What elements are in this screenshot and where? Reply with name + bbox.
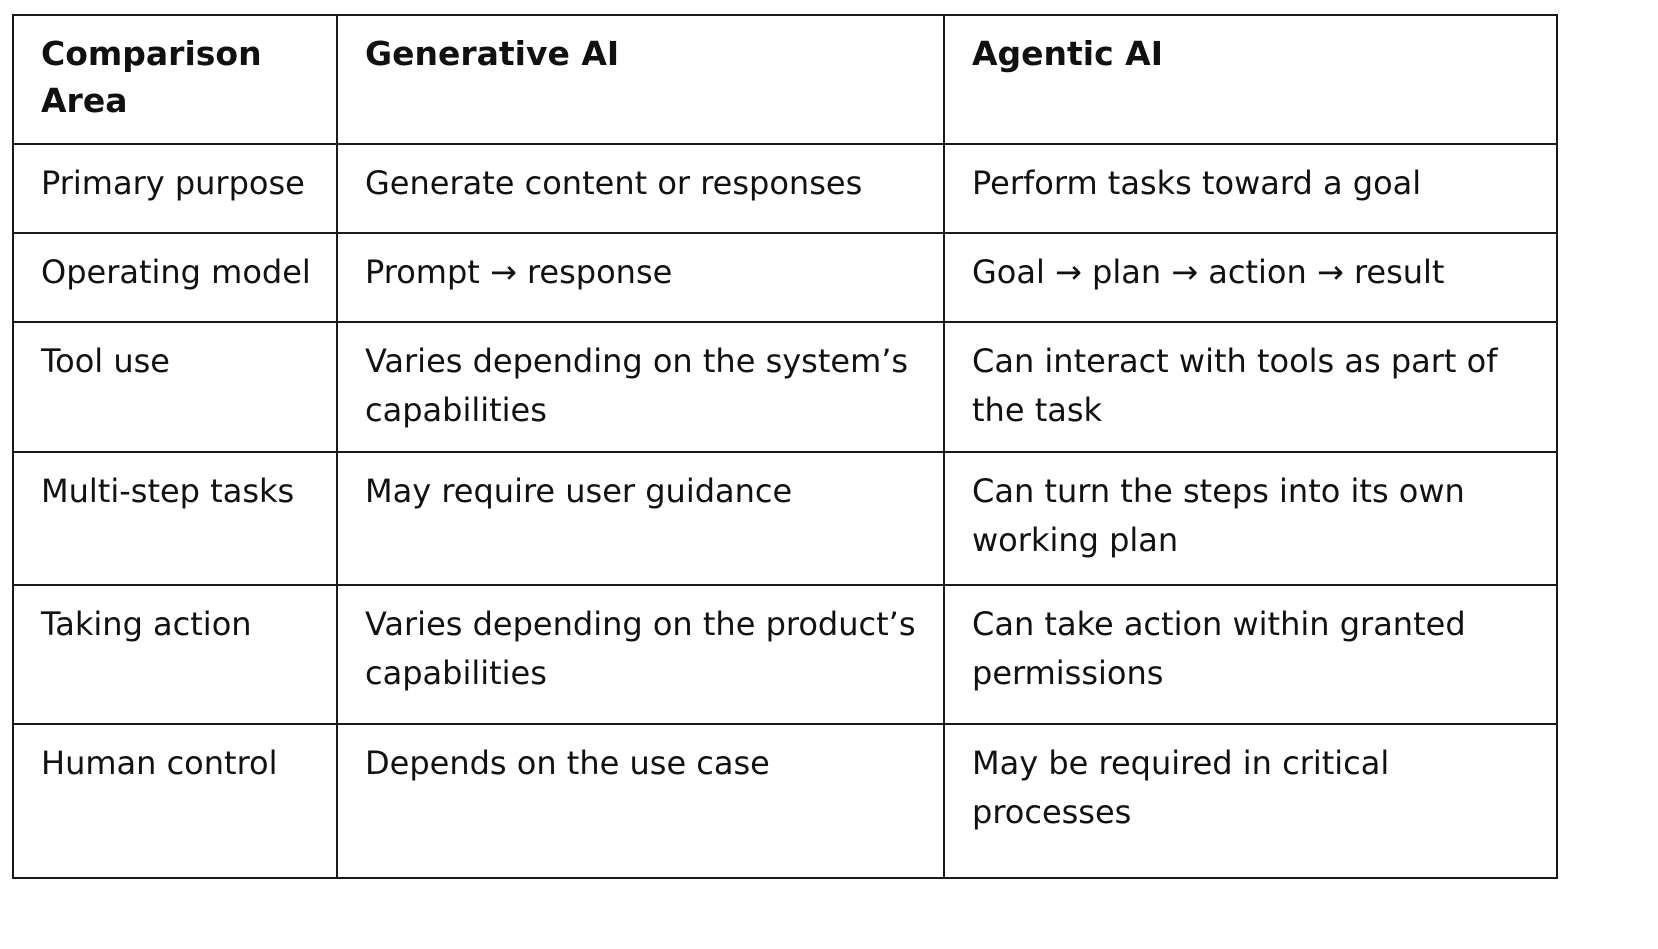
generative-cell: Generate content or responses bbox=[336, 143, 945, 234]
table-row: Primary purpose Generate content or resp… bbox=[12, 143, 1558, 234]
agentic-cell: Perform tasks toward a goal bbox=[943, 143, 1558, 234]
table-row: Multi-step tasks May require user guidan… bbox=[12, 451, 1558, 586]
generative-cell: May require user guidance bbox=[336, 451, 945, 586]
row-label-primary-purpose: Primary purpose bbox=[12, 143, 338, 234]
row-label-tool-use: Tool use bbox=[12, 321, 338, 453]
table-header-row: Comparison Area Generative AI Agentic AI bbox=[12, 14, 1558, 145]
table-row: Human control Depends on the use case Ma… bbox=[12, 723, 1558, 879]
generative-cell: Varies depending on the system’s capabil… bbox=[336, 321, 945, 453]
table-row: Tool use Varies depending on the system’… bbox=[12, 321, 1558, 453]
header-comparison-area: Comparison Area bbox=[12, 14, 338, 145]
agentic-cell: Can interact with tools as part of the t… bbox=[943, 321, 1558, 453]
comparison-table-container: Comparison Area Generative AI Agentic AI… bbox=[12, 14, 1558, 879]
generative-cell: Depends on the use case bbox=[336, 723, 945, 879]
generative-cell: Prompt → response bbox=[336, 232, 945, 323]
row-label-taking-action: Taking action bbox=[12, 584, 338, 725]
comparison-table: Comparison Area Generative AI Agentic AI… bbox=[12, 14, 1558, 879]
agentic-cell: Can turn the steps into its own working … bbox=[943, 451, 1558, 586]
row-label-multi-step-tasks: Multi-step tasks bbox=[12, 451, 338, 586]
row-label-operating-model: Operating model bbox=[12, 232, 338, 323]
generative-cell: Varies depending on the product’s capabi… bbox=[336, 584, 945, 725]
agentic-cell: Goal → plan → action → result bbox=[943, 232, 1558, 323]
agentic-cell: May be required in critical processes bbox=[943, 723, 1558, 879]
table-row: Operating model Prompt → response Goal →… bbox=[12, 232, 1558, 323]
header-generative-ai: Generative AI bbox=[336, 14, 945, 145]
header-agentic-ai: Agentic AI bbox=[943, 14, 1558, 145]
row-label-human-control: Human control bbox=[12, 723, 338, 879]
agentic-cell: Can take action within granted permissio… bbox=[943, 584, 1558, 725]
table-row: Taking action Varies depending on the pr… bbox=[12, 584, 1558, 725]
